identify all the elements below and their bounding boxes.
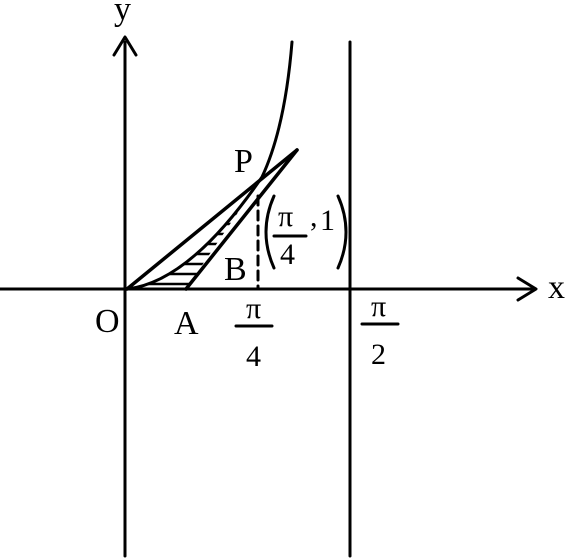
tick-pi-over-4-num: π bbox=[246, 292, 261, 325]
origin-label: O bbox=[95, 303, 120, 340]
chord-line bbox=[125, 148, 299, 291]
tick-pi-over-4-den: 4 bbox=[246, 340, 261, 373]
left-paren bbox=[264, 194, 276, 270]
tick-pi-over-4: π 4 bbox=[234, 292, 274, 373]
x-axis-arrow-icon bbox=[516, 276, 538, 302]
coord-comma: , bbox=[310, 200, 318, 233]
tick-pi-over-2-den: 2 bbox=[371, 338, 386, 371]
y-axis-arrow-icon bbox=[112, 35, 138, 57]
tick-pi-over-2: π 2 bbox=[360, 290, 400, 371]
coord-x-num: π bbox=[278, 200, 293, 233]
point-a-label: A bbox=[174, 305, 199, 342]
y-axis bbox=[112, 35, 138, 558]
x-axis-label: x bbox=[548, 269, 565, 306]
tick-pi-over-2-num: π bbox=[371, 290, 386, 323]
point-p-coordinate: π 4 , 1 bbox=[264, 194, 348, 271]
point-b-label: B bbox=[224, 251, 247, 288]
tangent-line bbox=[184, 148, 299, 291]
right-paren bbox=[336, 194, 348, 270]
y-axis-label: y bbox=[114, 0, 131, 28]
coord-x-den: 4 bbox=[280, 238, 295, 271]
x-axis bbox=[0, 276, 538, 302]
coord-y: 1 bbox=[320, 204, 335, 237]
point-p-label: P bbox=[234, 143, 253, 180]
